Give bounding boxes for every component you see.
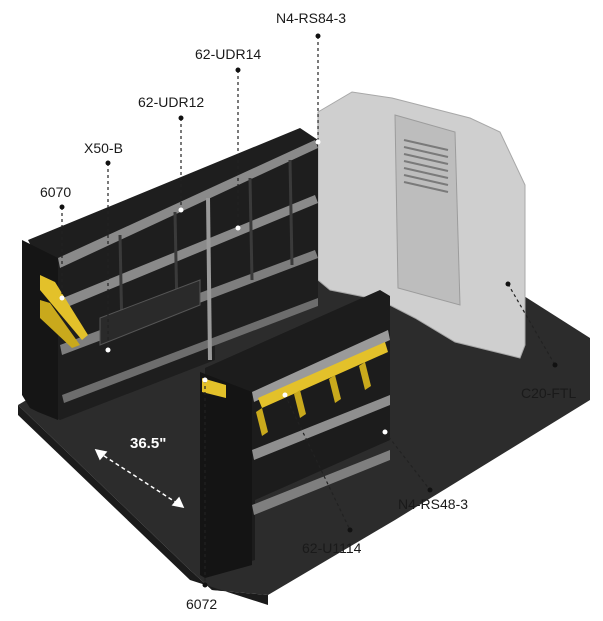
label-x50-b: X50-B — [84, 140, 123, 156]
rear-shelving-unit — [22, 128, 318, 420]
label-n4-rs48-3: N4-RS48-3 — [398, 496, 469, 512]
leader-lines — [61, 36, 556, 585]
label-62-udr12: 62-UDR12 — [138, 94, 205, 110]
partition-vent — [403, 139, 449, 193]
label-dimension: 36.5" — [130, 435, 167, 452]
label-62-udr14: 62-UDR14 — [195, 46, 262, 62]
label-c20-ftl: C20-FTL — [521, 385, 577, 401]
leader-dots — [59, 33, 558, 588]
dimension-arrow — [94, 448, 185, 509]
label-62-u1114: 62-U1114 — [302, 540, 362, 556]
label-6072: 6072 — [186, 596, 218, 612]
label-6070: 6070 — [40, 184, 72, 200]
label-n4-rs84-3: N4-RS84-3 — [276, 10, 347, 26]
front-shelving-unit — [200, 290, 390, 578]
